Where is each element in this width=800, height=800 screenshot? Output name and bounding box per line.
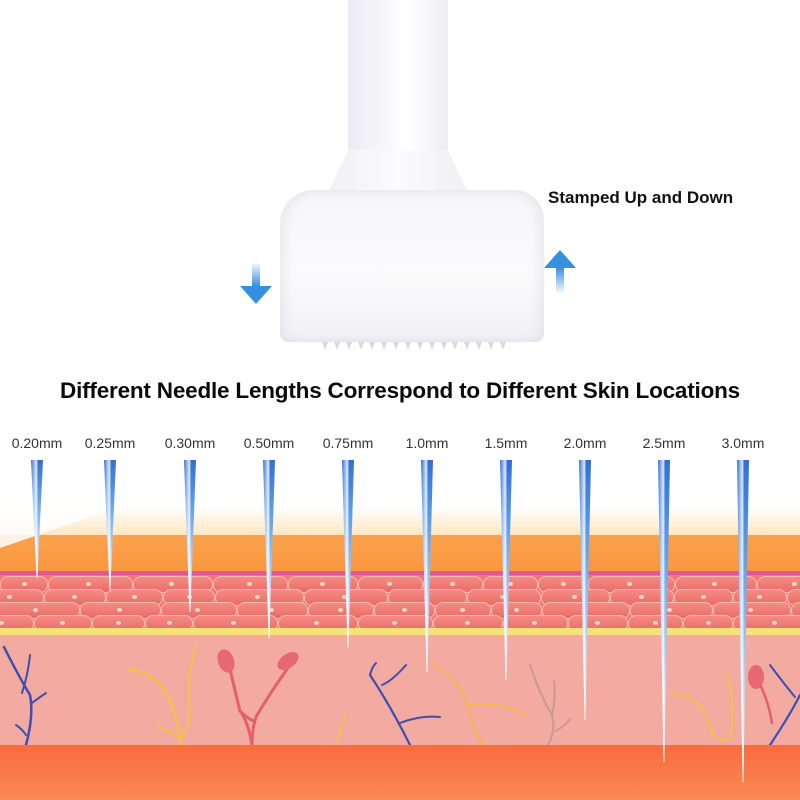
dermis-vessels-illustration xyxy=(2,645,800,746)
skin-cell xyxy=(628,615,683,629)
needle-icon xyxy=(30,460,44,578)
stamp-needle-row xyxy=(322,342,506,352)
skin-cell xyxy=(433,615,503,629)
needle-icon xyxy=(657,460,671,762)
needle-length-label: 0.30mm xyxy=(164,435,216,451)
needle-length-label: 1.5mm xyxy=(484,435,528,451)
needle-icon xyxy=(420,460,434,672)
device-stamp-head xyxy=(280,190,544,342)
skin-cell xyxy=(34,615,92,629)
skin-cell xyxy=(423,576,483,593)
skin-basement-line xyxy=(0,628,800,635)
skin-cell-layer xyxy=(0,575,800,629)
skin-cell xyxy=(568,615,628,629)
skin-deep-layer xyxy=(0,745,800,800)
skin-cell xyxy=(733,615,800,629)
page-title: Different Needle Lengths Correspond to D… xyxy=(60,378,740,403)
skin-cell xyxy=(358,615,433,629)
needle-icon xyxy=(183,460,197,612)
arrow-down-icon xyxy=(240,262,272,304)
stamp-caption: Stamped Up and Down xyxy=(548,188,734,207)
needle-length-label: 0.20mm xyxy=(11,435,63,451)
needle-length-label: 0.25mm xyxy=(84,435,136,451)
skin-cell xyxy=(503,615,568,629)
needle-icon xyxy=(103,460,117,590)
needle-length-label: 0.75mm xyxy=(322,435,374,451)
needle-length-label: 3.0mm xyxy=(721,435,765,451)
skin-cell xyxy=(0,615,34,629)
needle-length-label: 2.5mm xyxy=(642,435,686,451)
skin-surface xyxy=(0,506,800,536)
needle-icon xyxy=(736,460,750,782)
skin-membrane xyxy=(0,571,800,575)
skin-cell xyxy=(278,615,358,629)
needle-length-label: 2.0mm xyxy=(563,435,607,451)
skin-cell xyxy=(193,615,278,629)
needle-length-label: 1.0mm xyxy=(405,435,449,451)
skin-cell xyxy=(92,615,145,629)
needle-icon xyxy=(262,460,276,638)
skin-fat-layer xyxy=(0,535,800,573)
skin-cell xyxy=(145,615,193,629)
needle-icon xyxy=(341,460,355,648)
arrow-up-icon xyxy=(544,250,576,294)
needle-icon xyxy=(499,460,513,680)
skin-cell xyxy=(683,615,733,629)
needle-length-label: 0.50mm xyxy=(243,435,295,451)
needle-icon xyxy=(578,460,592,720)
